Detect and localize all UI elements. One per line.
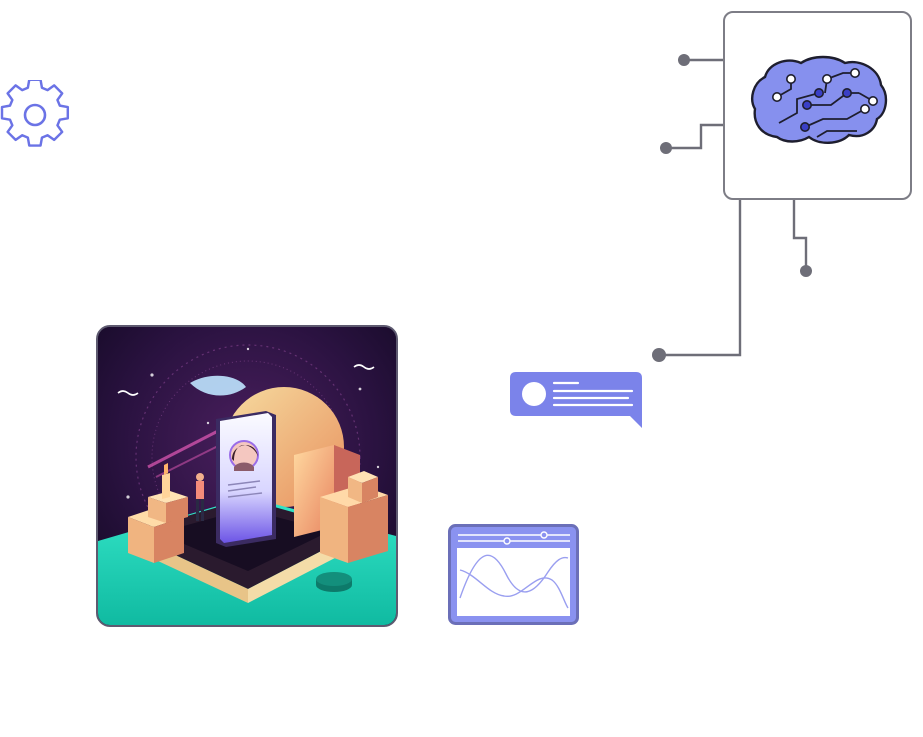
connector-dot	[652, 348, 666, 362]
line-chart-window-icon	[448, 524, 579, 625]
brain-card	[723, 11, 912, 200]
gear-icon	[0, 80, 70, 147]
connector-dot	[660, 142, 672, 154]
isometric-phone-profile-illustration	[98, 327, 396, 625]
chat-bubble-icon	[510, 372, 642, 428]
brain-circuit-icon	[751, 55, 888, 144]
illustration-card	[96, 325, 398, 627]
connector-dot	[678, 54, 690, 66]
connector-dot	[800, 265, 812, 277]
